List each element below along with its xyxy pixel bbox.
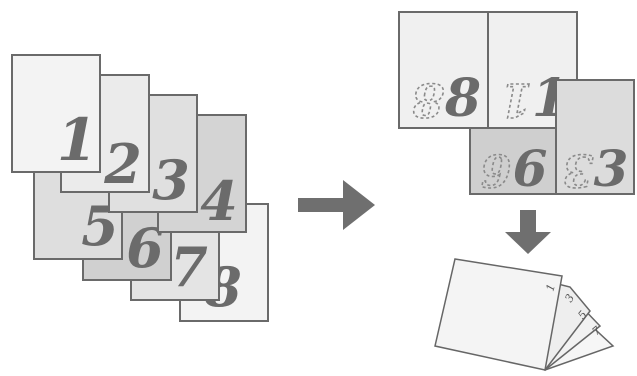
down-arrow-icon (505, 210, 551, 254)
sheet-page-6: 6 6 (469, 127, 557, 198)
booklet-label-1: 1 (543, 282, 558, 293)
page-1-label: 1 (57, 106, 97, 174)
page-stack: 8 7 6 5 4 3 2 1 (11, 54, 269, 322)
sheet-ghost-3: 3 (563, 144, 594, 195)
page-2-label: 2 (103, 132, 142, 196)
page-1: 1 (11, 54, 101, 174)
sheet-label-6: 6 (513, 139, 548, 198)
imposed-sheet: 8 8 1 1 6 6 3 3 (398, 11, 635, 198)
sheet-ghost-6: 6 (481, 144, 512, 195)
sheet-label-8: 8 (444, 68, 481, 129)
page-3-label: 3 (152, 148, 190, 212)
folded-booklet: 1 3 5 7 (434, 258, 615, 372)
page-4-label: 4 (200, 169, 238, 233)
sheet-ghost-1: 1 (500, 73, 532, 127)
booklet-front-page (434, 258, 563, 371)
page-7-label: 7 (170, 235, 208, 299)
sheet-page-3: 3 3 (555, 79, 635, 198)
sheet-ghost-8: 8 (412, 73, 445, 127)
right-arrow-icon (298, 180, 375, 230)
sheet-label-3: 3 (594, 139, 629, 198)
sheet-page-8: 8 8 (398, 11, 489, 129)
